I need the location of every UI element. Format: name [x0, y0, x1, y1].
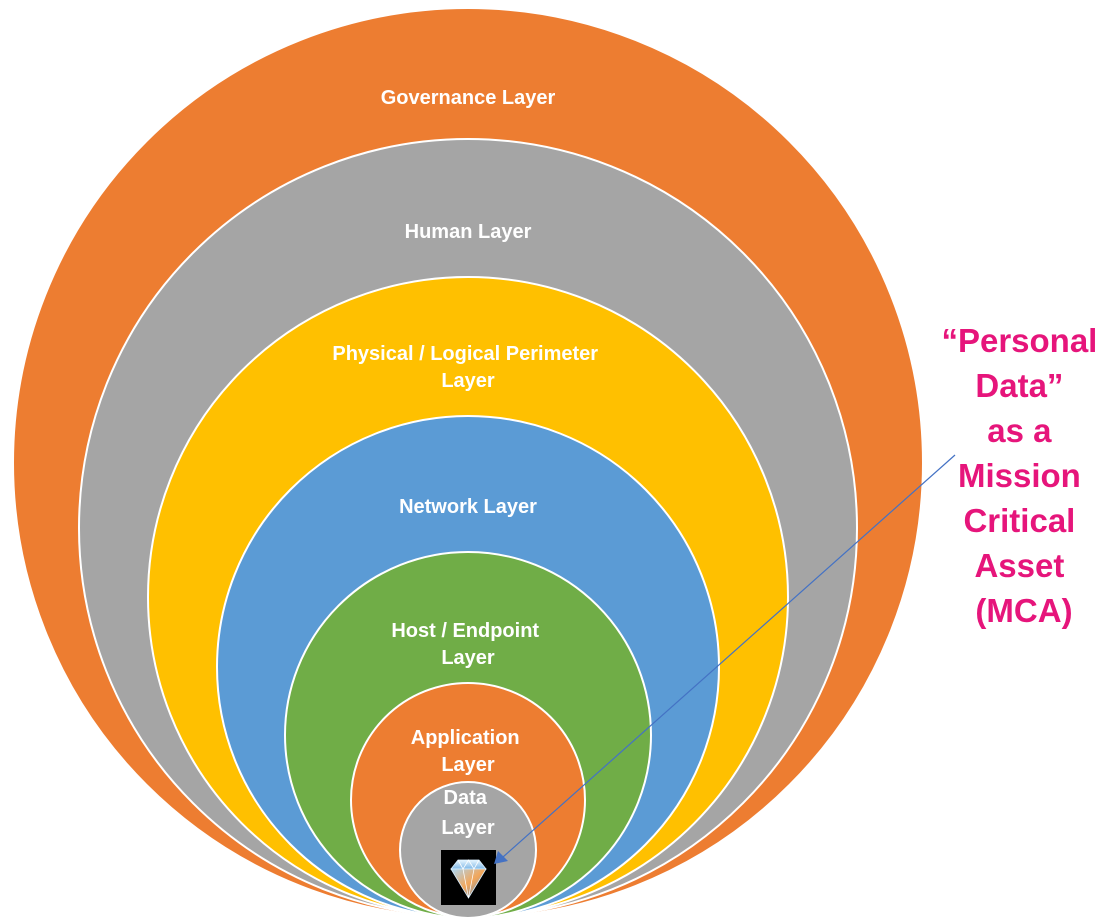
perimeter-layer-label: Physical / Logical Perimeter Layer	[332, 343, 603, 392]
host-layer-label: Host / Endpoint Layer	[391, 620, 544, 669]
human-layer-label: Human Layer	[405, 221, 532, 243]
application-layer-label: Application Layer	[411, 727, 525, 776]
layer-circles	[12, 7, 924, 919]
diamond-icon	[441, 850, 496, 905]
data-layer-label: Data Layer	[441, 787, 495, 839]
network-layer-label: Network Layer	[399, 496, 537, 518]
personal-data-callout: “Personal Data” as a Mission Critical As…	[941, 322, 1106, 629]
callout-arrow	[494, 454, 956, 864]
layer-labels: Governance Layer Human Layer Physical / …	[332, 87, 603, 839]
governance-layer-label: Governance Layer	[381, 87, 556, 109]
